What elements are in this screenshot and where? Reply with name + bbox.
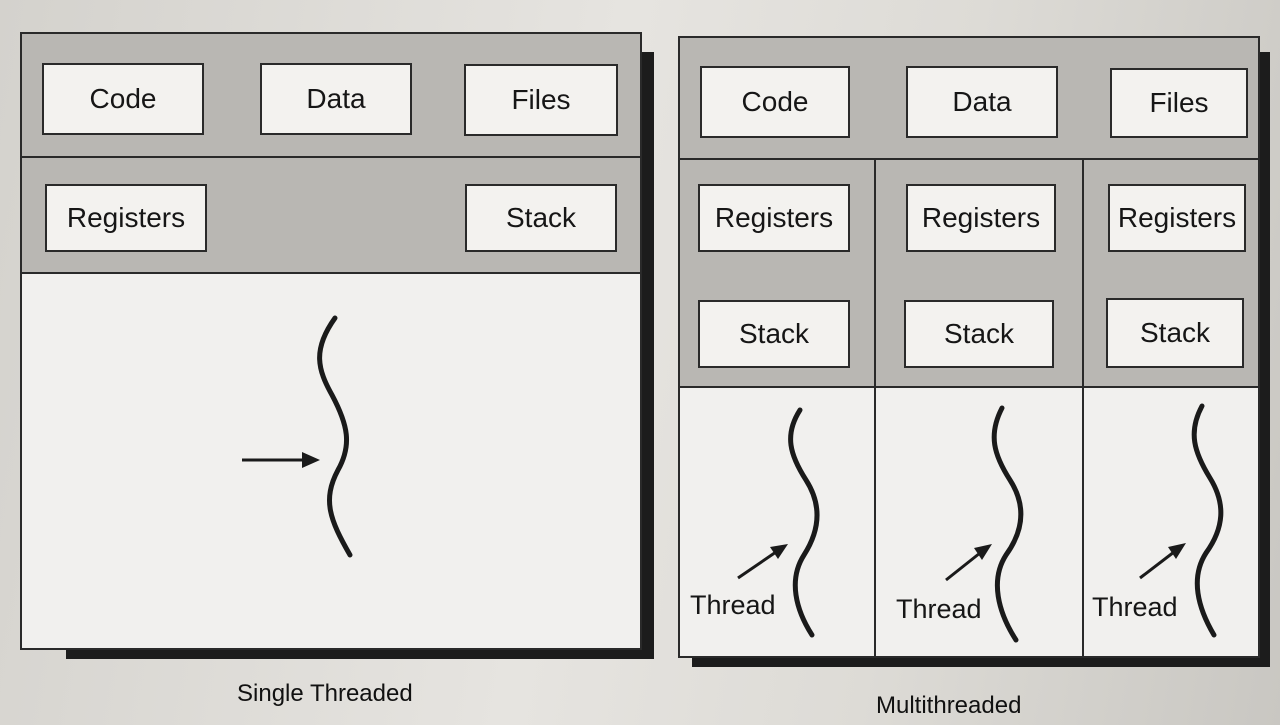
registers-label: Registers <box>921 202 1041 233</box>
stack-box: Stack <box>465 184 617 252</box>
data-label: Data <box>306 83 366 114</box>
code-label: Code <box>741 86 809 117</box>
thread-2-squiggle <box>991 405 1024 643</box>
code-box: Code <box>700 66 850 138</box>
thread-squiggle <box>317 315 353 558</box>
data-label: Data <box>952 86 1012 117</box>
thread-3-label: Thread <box>1092 592 1178 622</box>
thread-1-arrow <box>737 550 777 580</box>
single-process-frame: Code Data Files Registers Stack <box>20 32 642 650</box>
registers-box: Registers <box>45 184 207 252</box>
thread-2-registers-box: Registers <box>906 184 1056 252</box>
stack-label: Stack <box>1139 317 1211 348</box>
thread-2-stack-box: Stack <box>904 300 1054 368</box>
thread-2-label: Thread <box>896 594 982 624</box>
data-box: Data <box>260 63 412 135</box>
multithreaded-caption: Multithreaded <box>876 692 1022 719</box>
thread-3-registers-box: Registers <box>1108 184 1246 252</box>
registers-label: Registers <box>1117 202 1237 233</box>
thread-1-squiggle <box>788 407 820 638</box>
registers-label: Registers <box>714 202 834 233</box>
thread-3-squiggle <box>1191 403 1224 638</box>
thread-2-arrow <box>945 551 981 582</box>
thread-divider-2 <box>1082 160 1084 656</box>
single-threaded-caption: Single Threaded <box>237 680 413 707</box>
code-label: Code <box>89 83 157 114</box>
thread-2-arrowhead <box>974 544 992 560</box>
registers-label: Registers <box>66 202 186 233</box>
thread-1-arrowhead <box>770 544 788 559</box>
code-box: Code <box>42 63 204 135</box>
thread-arrowhead <box>302 452 320 468</box>
stack-label: Stack <box>505 202 577 233</box>
stack-label: Stack <box>738 318 810 349</box>
files-label: Files <box>1149 87 1209 118</box>
thread-1-stack-box: Stack <box>698 300 850 368</box>
context-divider <box>680 386 1258 388</box>
files-label: Files <box>511 84 571 115</box>
thread-3-stack-box: Stack <box>1106 298 1244 368</box>
stack-label: Stack <box>943 318 1015 349</box>
data-box: Data <box>906 66 1058 138</box>
files-box: Files <box>1110 68 1248 138</box>
files-box: Files <box>464 64 618 136</box>
frame-shadow-right <box>639 52 654 659</box>
thread-1-label: Thread <box>690 590 776 620</box>
thread-1-registers-box: Registers <box>698 184 850 252</box>
thread-3-arrow <box>1139 550 1175 580</box>
thread-divider-1 <box>874 160 876 656</box>
thread-3-arrowhead <box>1168 543 1186 559</box>
